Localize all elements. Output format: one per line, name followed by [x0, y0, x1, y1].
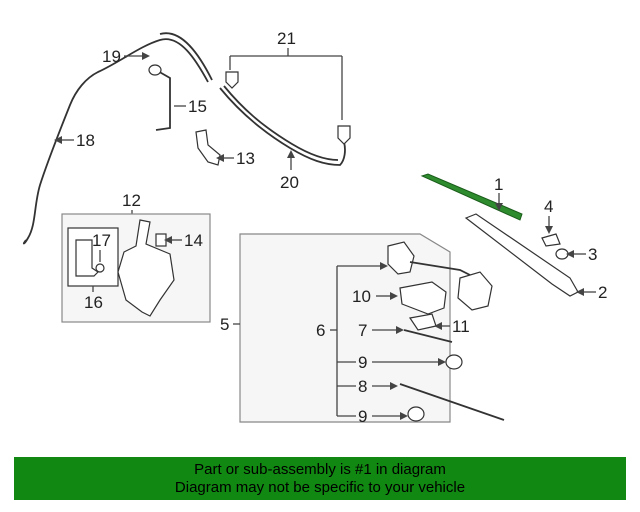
callout-1: 1 [494, 175, 503, 194]
callout-8: 8 [358, 377, 367, 396]
link-rod-7 [403, 329, 453, 343]
linkage-assembly [387, 241, 415, 275]
washer-nozzle-21b [337, 125, 351, 145]
callout-6: 6 [316, 321, 325, 340]
callout-15: 15 [188, 97, 207, 116]
callout-9a: 9 [358, 353, 367, 372]
banner-line-2: Diagram may not be specific to your vehi… [174, 479, 466, 496]
callout-13: 13 [236, 149, 255, 168]
callout-9b: 9 [358, 407, 367, 426]
callout-21: 21 [277, 29, 296, 48]
pivot-cap-9b [407, 406, 425, 422]
callout-2: 2 [598, 283, 607, 302]
callout-17: 17 [92, 231, 111, 250]
linkage-box [239, 233, 451, 423]
washer-hose-18 [22, 38, 209, 245]
callout-20: 20 [280, 173, 299, 192]
callout-3: 3 [588, 245, 597, 264]
hose-bracket-15 [155, 69, 171, 131]
callout-19: 19 [102, 47, 121, 66]
washer-hose-20 [219, 87, 346, 166]
link-rod-8 [399, 383, 505, 421]
wiper-motor-10 [399, 281, 447, 315]
banner-line-1: Part or sub-assembly is #1 in diagram [194, 461, 446, 478]
info-banner: Part or sub-assembly is #1 in diagram Di… [14, 457, 626, 500]
callout-12: 12 [122, 191, 141, 210]
washer-nozzle-21a [225, 71, 239, 89]
reservoir-tank [117, 219, 175, 317]
pivot-cap-9a [445, 354, 463, 370]
callout-10: 10 [352, 287, 371, 306]
callout-11: 11 [452, 317, 470, 336]
callout-7: 7 [358, 321, 367, 340]
wiper-blade-1 [420, 173, 523, 221]
callout-14: 14 [184, 231, 203, 250]
callout-5: 5 [220, 315, 229, 334]
callout-16: 16 [84, 293, 103, 312]
callout-18: 18 [76, 131, 95, 150]
connector-13 [195, 129, 221, 166]
pivot-cover-4 [541, 233, 561, 247]
callout-4: 4 [544, 197, 553, 216]
